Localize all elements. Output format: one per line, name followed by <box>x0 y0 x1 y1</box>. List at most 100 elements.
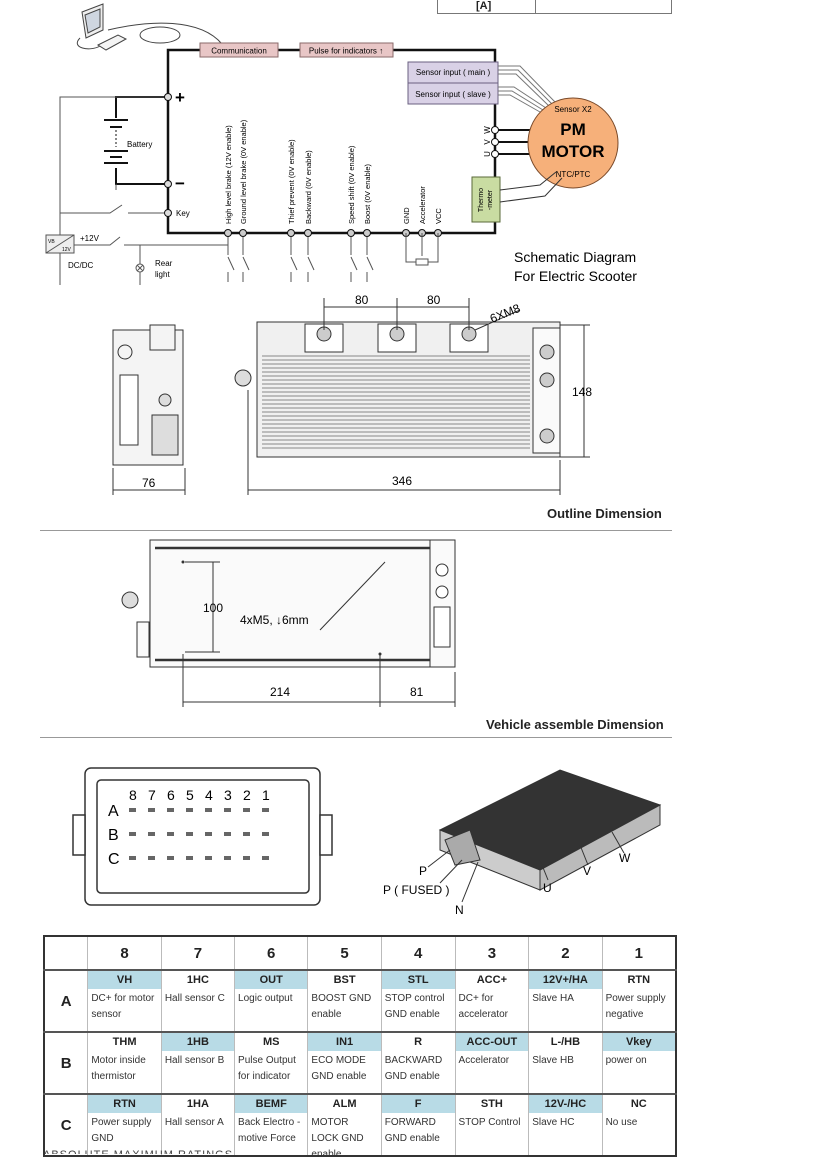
pin-code: 1HC <box>186 974 209 986</box>
schematic-title-line1: Schematic Diagram <box>514 249 636 265</box>
sensor-x2-label: Sensor X2 <box>554 105 592 114</box>
pin-terminal <box>347 229 355 237</box>
dim-81: 81 <box>410 685 424 699</box>
connector-pin <box>262 808 269 812</box>
plus12v-label: +12V <box>80 234 100 243</box>
column-header: 1 <box>601 935 677 971</box>
connector-pin <box>129 832 136 836</box>
connector-pin <box>205 856 212 860</box>
connector-pin <box>148 856 155 860</box>
pin-description: DC+ for motor sensor <box>91 993 155 1020</box>
row-label: C <box>43 1093 89 1157</box>
connector-pin <box>167 832 174 836</box>
pin-switch <box>290 237 298 282</box>
assembly-dimensions <box>182 561 456 707</box>
pin-description: ECO MODE GND enable <box>311 1055 367 1082</box>
table-cell: BEMF Back Electro -motive Force <box>234 1093 309 1157</box>
column-header: 5 <box>307 935 382 971</box>
pin-terminal <box>304 229 312 237</box>
pin-code: 12V+/HA <box>529 971 602 989</box>
sensor-slave-label: Sensor input ( slave ) <box>415 90 491 99</box>
terminal-p-fused-label: P ( FUSED ) <box>383 883 449 897</box>
connector-pin-number: 2 <box>243 787 251 803</box>
pin-description: STOP control GND enable <box>384 993 445 1020</box>
dim-80-left: 80 <box>355 293 369 307</box>
pin-description: Accelerator <box>458 1055 510 1066</box>
pin-code: RTN <box>88 1095 161 1113</box>
assembly-drawing: 100 4xM5, ↓6mm 214 81 <box>121 539 456 707</box>
sensor-wires <box>498 65 556 113</box>
column-header: 6 <box>234 935 309 971</box>
pin-description: Back Electro -motive Force <box>238 1117 301 1144</box>
connector-pin-number: 7 <box>148 787 156 803</box>
pin-label: Accelerator <box>418 186 427 224</box>
connector-pin <box>186 856 193 860</box>
pin-description: BACKWARD GND enable <box>384 1055 443 1082</box>
connector-pin-number: 6 <box>167 787 175 803</box>
pin-label: High level brake (12V enable) <box>224 125 233 224</box>
battery-terminals <box>164 93 172 217</box>
rear-light-label-2: light <box>155 270 170 279</box>
dcdc-12v-label: 12V <box>62 247 72 253</box>
pin-code: R <box>414 1036 423 1048</box>
pin-terminal <box>239 229 247 237</box>
pin-code: VH <box>88 971 161 989</box>
pin-switch <box>227 237 235 282</box>
connector-pin <box>262 856 269 860</box>
terminal-v-label: V <box>583 864 591 878</box>
connector-pin <box>243 832 250 836</box>
pin-description: No use <box>605 1117 638 1128</box>
pin-code: F <box>381 1095 455 1113</box>
pin-description: Power supply negative <box>605 993 666 1020</box>
connector-pin <box>186 832 193 836</box>
pin-code: ACC+ <box>476 974 507 986</box>
table-cell: NC No use <box>601 1093 677 1157</box>
connector-pin <box>224 832 231 836</box>
connector-pin <box>224 808 231 812</box>
pin-code: OUT <box>235 971 308 989</box>
sensor-slave-box <box>407 82 499 105</box>
connector-pin <box>224 856 231 860</box>
terminal-n-label: N <box>455 903 464 917</box>
table-cell: R BACKWARD GND enable <box>380 1031 456 1095</box>
pin-description: Slave HB <box>532 1055 574 1066</box>
outline-dimension-caption: Outline Dimension <box>547 506 662 521</box>
pin-switch <box>366 237 374 282</box>
connector-pin-number: 4 <box>205 787 213 803</box>
top-table-fragment: [A] <box>437 0 672 14</box>
pin-description: Slave HC <box>532 1117 575 1128</box>
row-label: B <box>43 1031 89 1095</box>
connector-row-label: B <box>108 827 119 844</box>
table-divider <box>535 0 536 13</box>
pin-description: DC+ for accelerator <box>458 993 509 1020</box>
pin-code: NC <box>630 1098 647 1110</box>
table-cell: VH DC+ for motor sensor <box>87 969 162 1033</box>
communication-box <box>199 42 279 58</box>
terminal-leaders <box>427 831 625 903</box>
pin-label: Backward (0V enable) <box>304 150 313 224</box>
dim-80-right: 80 <box>427 293 441 307</box>
vehicle-assemble-caption: Vehicle assemble Dimension <box>486 717 664 732</box>
pin-code: 1HB <box>161 1033 235 1051</box>
pin-label: VCC <box>434 208 443 224</box>
pin-description: Power supply GND <box>91 1117 152 1144</box>
pin-label: Speed shift (0V enable) <box>347 145 356 224</box>
pin-label: Thief prevent (0V enable) <box>287 139 296 224</box>
section-divider <box>40 737 672 738</box>
top-view <box>234 321 561 458</box>
pin-code: BEMF <box>235 1095 308 1113</box>
pin-code: BST <box>333 974 356 986</box>
connector-pin <box>186 808 193 812</box>
pin-label: GND <box>402 207 411 224</box>
column-header: 7 <box>160 935 236 971</box>
column-header: 4 <box>380 935 456 971</box>
